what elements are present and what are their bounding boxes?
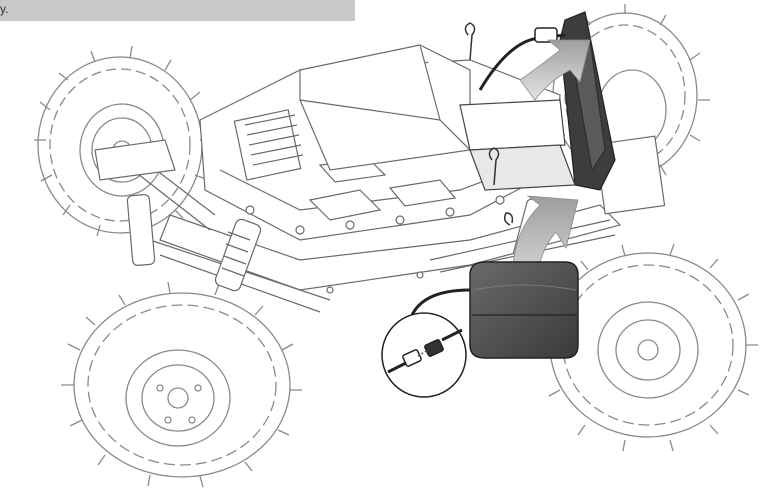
connector-callout (381, 312, 467, 398)
wheel-rear-left (61, 281, 302, 488)
caption-bar: y. (0, 0, 355, 21)
wheel-front-left (34, 45, 213, 239)
wheel-rear-right (539, 243, 758, 452)
caption-text: y. (0, 2, 9, 16)
